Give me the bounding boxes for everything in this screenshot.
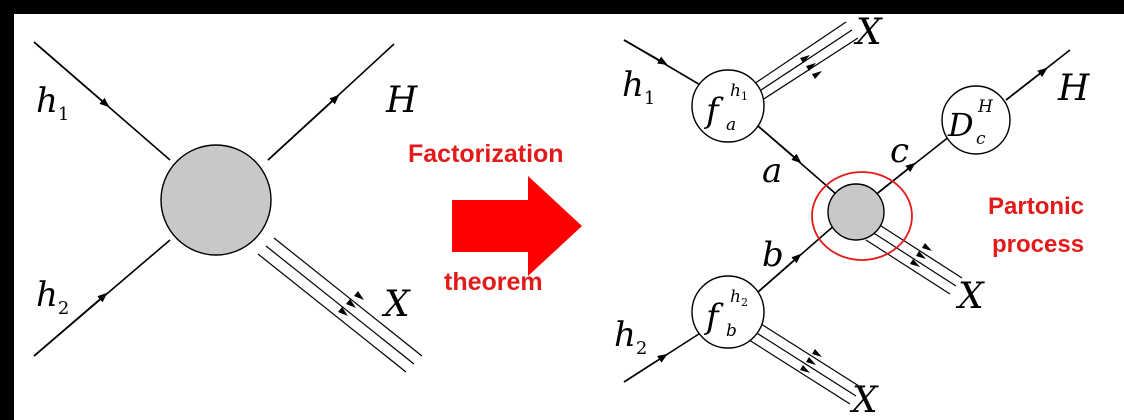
right-X-bottom-jet bbox=[745, 321, 863, 405]
left-interaction-blob bbox=[160, 144, 272, 256]
left-X-label: X bbox=[381, 284, 411, 325]
red-arrow-icon bbox=[452, 176, 582, 276]
svg-text:b: b bbox=[726, 321, 737, 341]
pdf-fb-circle bbox=[691, 275, 765, 349]
arrow-top-label: Factorization bbox=[408, 140, 564, 168]
svg-text:h2: h2 bbox=[730, 287, 748, 309]
partonic-label-line2: process bbox=[992, 231, 1084, 258]
partonic-blob bbox=[827, 183, 885, 241]
parton-b-label: b bbox=[762, 235, 784, 275]
svg-text:H: H bbox=[977, 97, 994, 117]
parton-a-label: a bbox=[762, 151, 782, 191]
left-H-label: H bbox=[385, 80, 418, 121]
fragmentation-circle bbox=[941, 85, 1011, 155]
right-X-top-jet bbox=[747, 21, 859, 105]
right-h1-arrow bbox=[623, 39, 668, 65]
svg-text:h1: h1 bbox=[730, 81, 748, 103]
parton-b-arrow bbox=[757, 253, 802, 293]
left-X-jet bbox=[257, 237, 423, 373]
left-h1-arrow bbox=[33, 41, 110, 108]
svg-text:D: D bbox=[947, 106, 974, 144]
arrow-bottom-label: theorem bbox=[444, 268, 543, 296]
parton-a-arrow bbox=[757, 125, 802, 164]
left-H-arrow bbox=[267, 94, 340, 161]
fragmentation-label: D c H bbox=[947, 97, 994, 149]
right-X-mid-jet bbox=[865, 223, 963, 295]
partonic-label-line1: Partonic bbox=[988, 193, 1084, 220]
right-h2-label: h2 bbox=[614, 315, 647, 359]
svg-text:c: c bbox=[976, 129, 986, 149]
right-diagram: h1 h2 f a h1 f b h2 D c H a b c H X X bbox=[614, 12, 1090, 420]
right-X-top-label: X bbox=[853, 12, 883, 53]
left-h1-label: h1 bbox=[36, 81, 69, 125]
right-H-label: H bbox=[1057, 68, 1090, 109]
parton-c-label: c bbox=[890, 131, 909, 171]
left-diagram: h1 h2 H X bbox=[33, 41, 423, 373]
factorization-arrow: Factorization theorem bbox=[408, 140, 582, 296]
parton-c-arrow bbox=[873, 162, 916, 197]
right-X-mid-label: X bbox=[955, 276, 985, 317]
partonic-highlight-ellipse bbox=[811, 171, 913, 261]
svg-text:a: a bbox=[726, 115, 736, 135]
right-h1-label: h1 bbox=[622, 65, 655, 109]
left-h2-label: h2 bbox=[36, 275, 69, 319]
left-h2-arrow bbox=[33, 292, 108, 357]
right-X-bottom-label: X bbox=[849, 380, 879, 420]
pdf-fa-circle bbox=[691, 69, 765, 143]
right-h2-arrow bbox=[623, 353, 668, 383]
right-H-arrow bbox=[1005, 67, 1048, 101]
